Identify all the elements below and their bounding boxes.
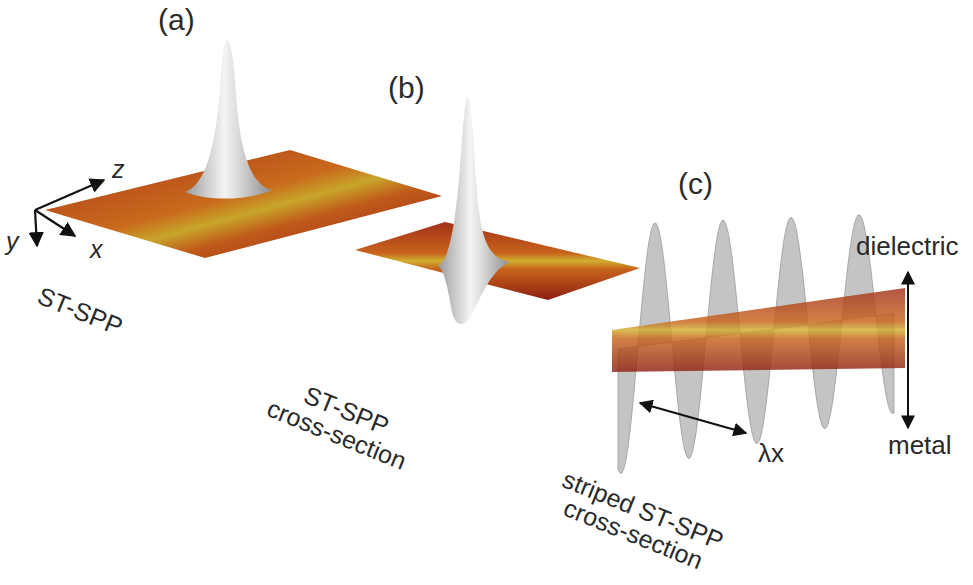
axis-z <box>35 180 104 210</box>
dimension-label: λx <box>758 440 784 467</box>
panel-label: (c) <box>678 168 713 200</box>
dimension-arrow <box>907 272 909 428</box>
caption-text: striped ST-SPP cross-section <box>540 462 736 582</box>
peak-a <box>185 40 272 199</box>
caption-text: ST-SPP cross-section <box>262 370 421 475</box>
axis-x <box>35 210 75 236</box>
wavelength-arrow <box>640 403 746 433</box>
panel-label: (a) <box>158 4 195 36</box>
region-label: metal <box>888 432 952 459</box>
axis-label: z <box>112 156 125 182</box>
peak-b <box>438 97 510 324</box>
caption-text: ST-SPP <box>34 282 126 340</box>
axis-y <box>35 210 37 246</box>
plane-c <box>612 288 905 372</box>
axis-label: x <box>90 236 103 262</box>
axis-label: y <box>6 228 19 254</box>
region-label: dielectric <box>856 233 959 260</box>
panel-label: (b) <box>388 72 425 104</box>
